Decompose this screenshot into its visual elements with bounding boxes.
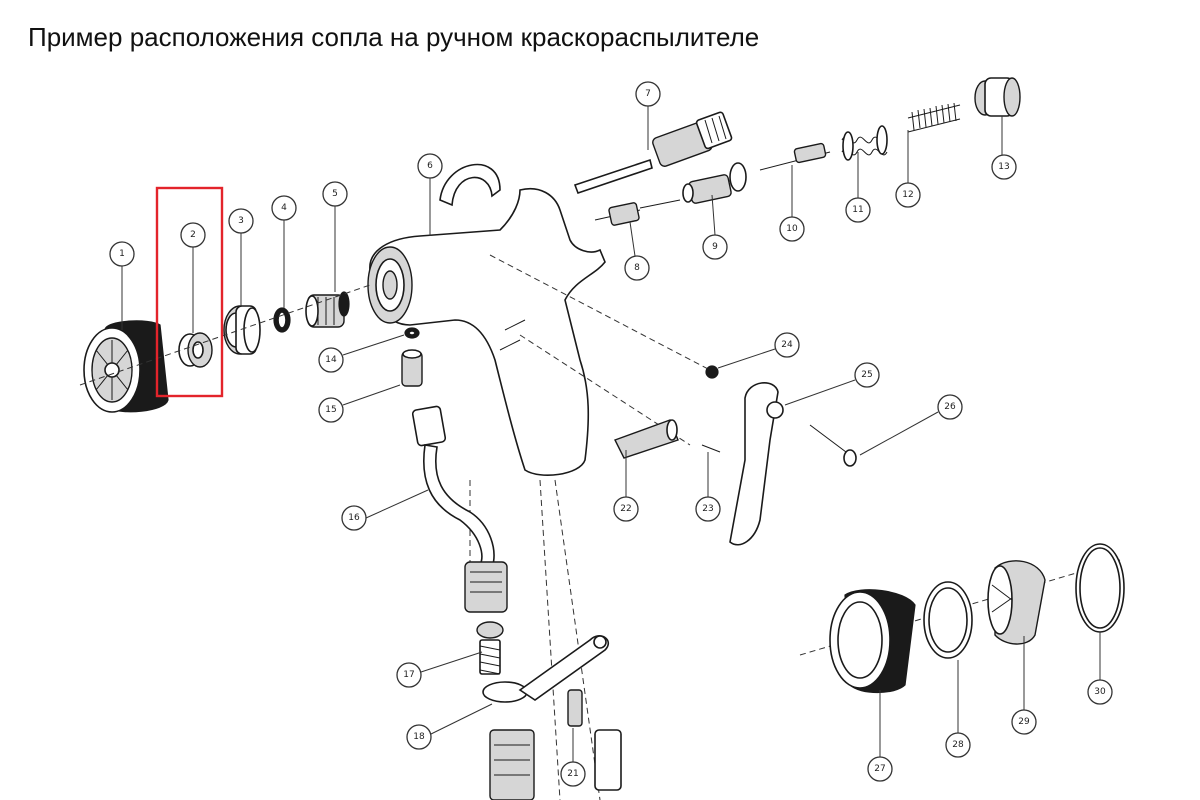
svg-text:18: 18	[413, 732, 425, 742]
callout-23: 23	[695, 496, 721, 522]
callout-14: 14	[318, 347, 344, 373]
callout-22: 22	[613, 496, 639, 522]
leader-lines	[121, 106, 1101, 762]
svg-text:15: 15	[325, 405, 336, 415]
svg-text:9: 9	[712, 242, 718, 252]
svg-text:25: 25	[861, 370, 872, 380]
callout-25: 25	[854, 362, 880, 388]
svg-text:8: 8	[634, 263, 640, 273]
ring-part-3	[223, 305, 261, 355]
callout-3: 3	[228, 208, 254, 234]
callout-21: 21	[560, 761, 586, 787]
trigger-part-24-25-26	[705, 365, 857, 546]
fitting-part-5	[305, 291, 350, 328]
baffle-part-29	[987, 560, 1046, 645]
svg-text:14: 14	[325, 355, 337, 365]
svg-text:28: 28	[952, 740, 964, 750]
callout-27: 27	[867, 756, 893, 782]
svg-text:3: 3	[238, 216, 244, 226]
ring-part-28	[923, 581, 973, 659]
gun-body-part-6	[367, 163, 606, 476]
callout-7: 7	[635, 81, 661, 107]
callout-10: 10	[779, 216, 805, 242]
svg-text:10: 10	[786, 224, 798, 234]
svg-text:1: 1	[119, 249, 125, 259]
svg-text:5: 5	[332, 189, 338, 199]
nozzle-part-2	[178, 332, 213, 368]
svg-text:11: 11	[852, 205, 863, 215]
callout-18: 18	[406, 724, 432, 750]
o-ring-part-4	[273, 307, 291, 333]
spring-part-12	[907, 102, 961, 133]
callout-26: 26	[937, 394, 963, 420]
knurled-cap-part-27	[829, 589, 916, 694]
svg-text:12: 12	[902, 190, 913, 200]
pin-part-21	[567, 689, 622, 791]
screw-part-17	[476, 621, 504, 675]
svg-text:17: 17	[403, 670, 414, 680]
connector-part-7	[573, 111, 733, 195]
spindle-part-10	[759, 142, 831, 171]
callout-16: 16	[341, 505, 367, 531]
svg-text:7: 7	[645, 89, 651, 99]
callout-29: 29	[1011, 709, 1037, 735]
svg-text:26: 26	[944, 402, 956, 412]
svg-text:27: 27	[874, 764, 885, 774]
callout-4: 4	[271, 195, 297, 221]
callout-8: 8	[624, 255, 650, 281]
callout-13: 13	[991, 154, 1017, 180]
svg-text:30: 30	[1094, 687, 1106, 697]
svg-text:24: 24	[781, 340, 793, 350]
screw-part-23	[701, 444, 721, 453]
callout-2: 2	[180, 222, 206, 248]
fitting-part-15	[401, 349, 423, 387]
callout-9: 9	[702, 234, 728, 260]
callout-11: 11	[845, 197, 871, 223]
svg-text:16: 16	[348, 513, 360, 523]
seal-part-30	[1075, 543, 1125, 633]
callout-1: 1	[109, 241, 135, 267]
svg-text:2: 2	[190, 230, 196, 240]
spring-part-11	[841, 125, 888, 161]
callout-28: 28	[945, 732, 971, 758]
air-cap-part-1	[83, 320, 169, 413]
svg-text:23: 23	[702, 504, 713, 514]
callout-30: 30	[1087, 679, 1113, 705]
valve-part-9	[682, 162, 747, 204]
svg-text:22: 22	[620, 504, 631, 514]
fluid-tube-part-16	[411, 405, 508, 613]
callout-24: 24	[774, 332, 800, 358]
svg-text:4: 4	[281, 203, 287, 213]
svg-text:29: 29	[1018, 717, 1030, 727]
svg-text:21: 21	[567, 769, 578, 779]
callout-6: 6	[417, 153, 443, 179]
trigger-pin-part-22	[614, 419, 679, 459]
gasket-part-18	[482, 635, 610, 800]
needle-part-8	[594, 199, 681, 226]
callout-15: 15	[318, 397, 344, 423]
page-title: Пример расположения сопла на ручном крас…	[28, 22, 760, 52]
cap-nut-part-13	[974, 77, 1021, 117]
callout-12: 12	[895, 182, 921, 208]
callout-17: 17	[396, 662, 422, 688]
callout-5: 5	[322, 181, 348, 207]
washer-part-14	[404, 327, 420, 339]
svg-text:13: 13	[998, 162, 1009, 172]
nozzle-highlight-box	[155, 186, 224, 398]
svg-text:6: 6	[427, 161, 433, 171]
